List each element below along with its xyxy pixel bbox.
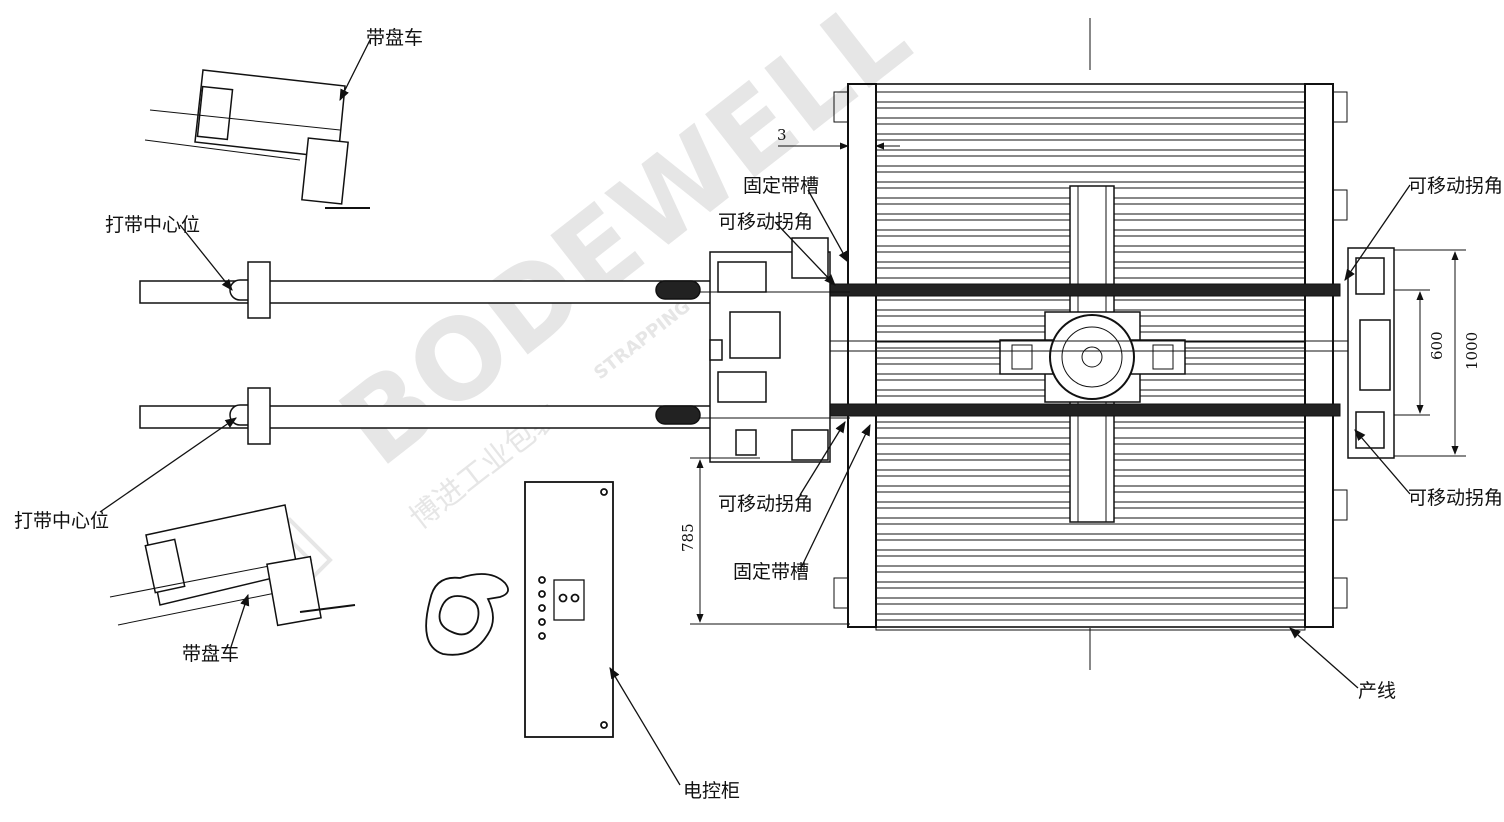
roller bbox=[875, 571, 1306, 583]
right-corner-frame bbox=[1347, 247, 1395, 459]
label-reel-cart-top: 带盘车 bbox=[366, 27, 423, 49]
roller bbox=[875, 107, 1306, 119]
label-control-cabinet: 电控柜 bbox=[683, 780, 740, 802]
roller bbox=[875, 123, 1306, 135]
dim-inner-span: 600 bbox=[1428, 331, 1446, 360]
feed-rail-top bbox=[139, 261, 721, 319]
roller bbox=[875, 539, 1306, 551]
dim-side-offset: 785 bbox=[679, 523, 697, 552]
operator-hand-icon bbox=[425, 573, 509, 656]
reel-cart-top bbox=[144, 69, 370, 209]
roller bbox=[875, 603, 1306, 615]
roller bbox=[875, 523, 1306, 535]
dimension-side bbox=[690, 457, 850, 625]
roller bbox=[875, 139, 1306, 151]
control-buttons bbox=[538, 576, 546, 640]
label-fixed-slot-bottom: 固定带槽 bbox=[733, 561, 809, 583]
label-strap-center-top: 打带中心位 bbox=[105, 214, 200, 236]
dim-gap-text: 3 bbox=[777, 126, 787, 144]
roller bbox=[875, 91, 1306, 103]
label-reel-cart-bottom: 带盘车 bbox=[182, 643, 239, 665]
label-fixed-slot-top: 固定带槽 bbox=[743, 175, 819, 197]
reel-cart-bottom bbox=[109, 504, 356, 627]
label-strap-center-bottom: 打带中心位 bbox=[14, 510, 109, 532]
center-cross-rail bbox=[999, 185, 1186, 523]
roller bbox=[875, 555, 1306, 567]
label-movable-corner-right-bottom: 可移动拐角 bbox=[1408, 487, 1503, 509]
feed-rail-bottom bbox=[139, 387, 721, 445]
leader-lines bbox=[99, 39, 1411, 786]
control-cabinet bbox=[524, 481, 614, 738]
dim-outer-span: 1000 bbox=[1463, 332, 1481, 370]
label-movable-corner-left-bottom: 可移动拐角 bbox=[718, 493, 813, 515]
roller bbox=[875, 587, 1306, 599]
label-movable-corner-right-top: 可移动拐角 bbox=[1408, 175, 1503, 197]
roller bbox=[875, 171, 1306, 183]
roller bbox=[875, 619, 1306, 631]
label-movable-corner-left-top: 可移动拐角 bbox=[718, 211, 813, 233]
label-production-line: 产线 bbox=[1358, 680, 1396, 702]
turntable bbox=[1049, 314, 1135, 400]
strapping-head bbox=[700, 237, 850, 463]
roller bbox=[875, 155, 1306, 167]
dimension-spans bbox=[1394, 249, 1466, 457]
